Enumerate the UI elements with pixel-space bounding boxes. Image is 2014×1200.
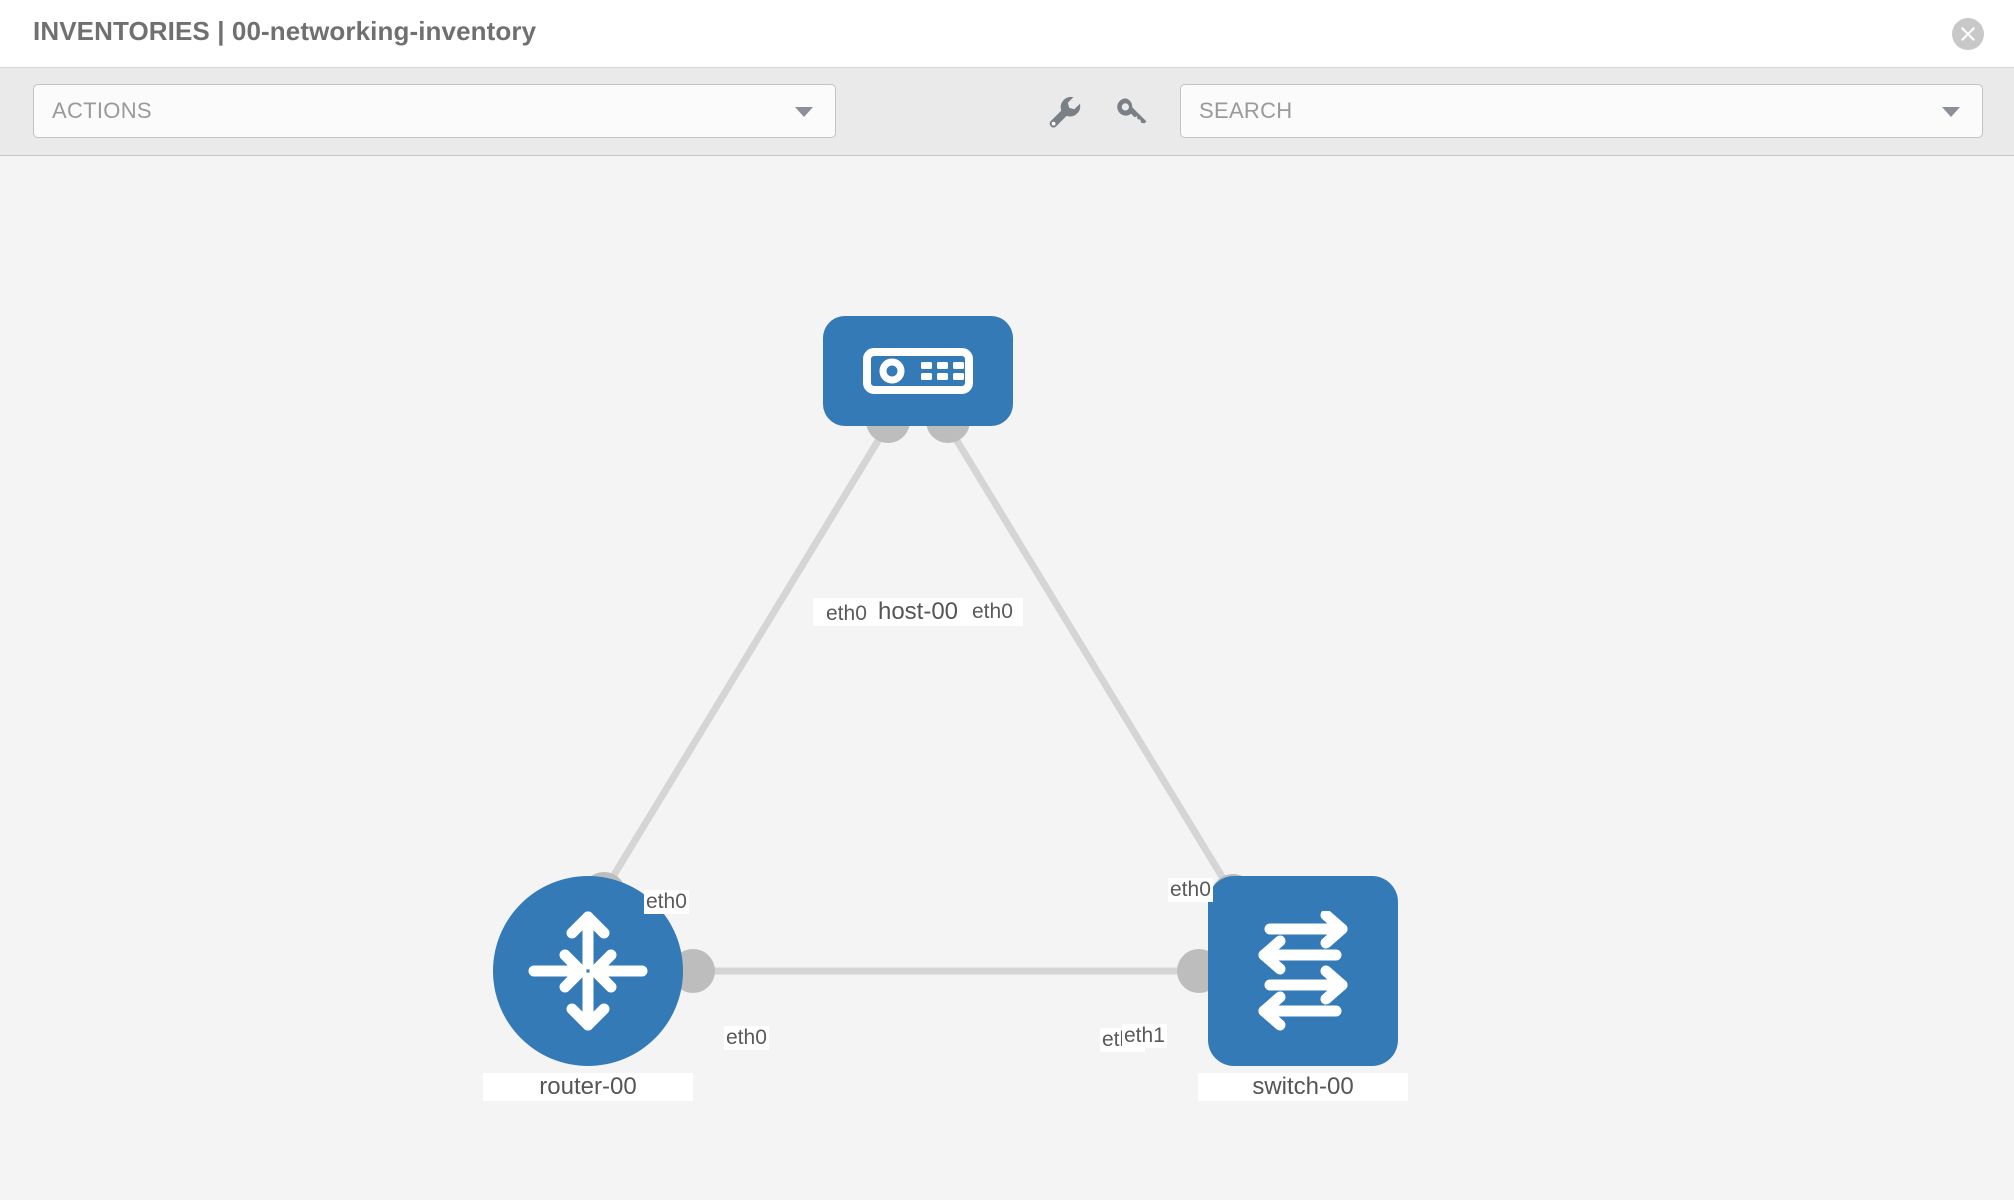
topology-node-switch-00[interactable]: switch-00: [1198, 876, 1408, 1101]
page-header: INVENTORIES | 00-networking-inventory: [0, 0, 2014, 68]
search-placeholder: SEARCH: [1199, 98, 1293, 123]
switch-arrows-icon: [1208, 876, 1398, 1066]
key-icon[interactable]: [1110, 90, 1152, 132]
wrench-icon[interactable]: [1043, 90, 1085, 132]
topology-edges: [582, 399, 1255, 993]
edge-label-router-right: eth0: [724, 1026, 769, 1051]
edge-label-switch-left: eth1: [1122, 1024, 1167, 1049]
server-device-icon: [823, 316, 1013, 426]
topology-canvas[interactable]: host-00: [0, 156, 2014, 1200]
edge-label-router-up: eth0: [644, 890, 689, 915]
toolbar: ACTIONS SEARCH: [0, 68, 2014, 156]
edge-label-host-left: eth0: [824, 602, 869, 627]
chevron-down-icon: [795, 107, 813, 117]
actions-dropdown-label: ACTIONS: [52, 98, 152, 123]
close-icon[interactable]: [1952, 18, 1984, 50]
edge-label-switch-up: eth0: [1168, 878, 1213, 903]
chevron-down-icon: [1942, 107, 1960, 117]
page-title: INVENTORIES | 00-networking-inventory: [33, 16, 537, 46]
node-label-router-00: router-00: [483, 1073, 693, 1101]
edge-label-host-right: eth0: [970, 600, 1015, 625]
node-label-switch-00: switch-00: [1198, 1073, 1408, 1101]
actions-dropdown[interactable]: ACTIONS: [33, 84, 836, 138]
search-input[interactable]: SEARCH: [1180, 84, 1983, 138]
topology-node-host-00[interactable]: host-00: [813, 316, 1023, 626]
